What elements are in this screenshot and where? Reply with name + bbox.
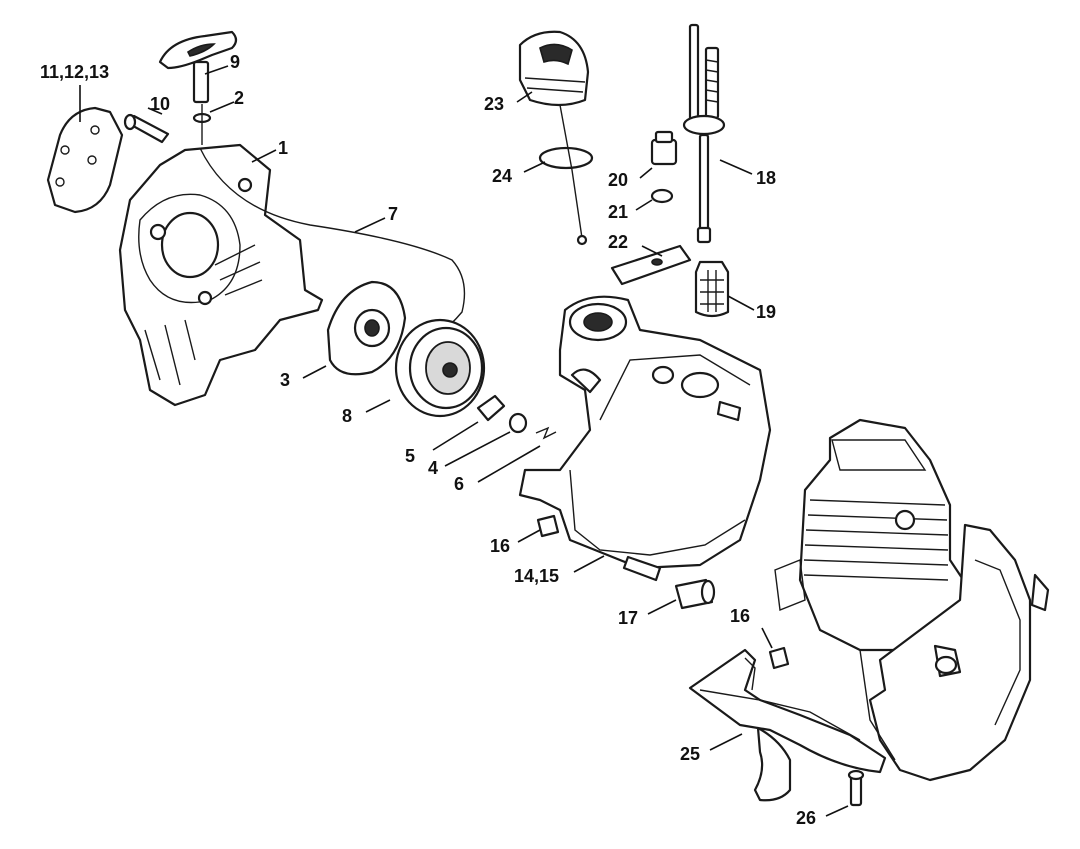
callout-10: 10 <box>150 94 170 114</box>
callout-3: 3 <box>280 370 290 390</box>
callout-1: 1 <box>278 138 288 158</box>
callout-11-12-13: 11,12,13 <box>40 62 109 82</box>
fuel-tank <box>518 295 772 582</box>
callout-20: 20 <box>608 170 628 190</box>
rotor-washer <box>508 412 528 434</box>
cover-plate <box>46 106 124 214</box>
cap-retainer <box>538 104 594 246</box>
callout-6: 6 <box>454 474 464 494</box>
callout-24: 24 <box>492 166 512 186</box>
fuel-hose <box>682 23 726 244</box>
rope-rotor <box>394 318 486 418</box>
callout-16-left: 16 <box>490 536 510 556</box>
callout-22: 22 <box>608 232 628 252</box>
callout-4: 4 <box>428 458 438 478</box>
pawl <box>476 394 506 422</box>
callout-16-right: 16 <box>730 606 750 626</box>
spring-clip <box>535 426 557 440</box>
callout-7: 7 <box>388 204 398 224</box>
tank-bushing <box>674 578 716 610</box>
callout-25: 25 <box>680 744 700 764</box>
callout-5: 5 <box>405 446 415 466</box>
screw <box>123 113 170 144</box>
callout-14-15: 14,15 <box>514 566 559 586</box>
fan-housing <box>118 143 324 407</box>
callout-9: 9 <box>230 52 240 72</box>
engine-assembly <box>774 418 1050 782</box>
starter-grip <box>158 30 238 104</box>
callout-2: 2 <box>234 88 244 108</box>
spring-cover <box>326 280 407 376</box>
tank-grommet-right <box>768 646 790 670</box>
tank-cap <box>518 30 590 107</box>
starter-rope <box>199 147 466 353</box>
deflector-guard <box>688 648 887 802</box>
tank-grommet-left <box>536 514 560 538</box>
tank-vent <box>650 130 678 166</box>
leader-lines <box>79 65 849 817</box>
callout-17: 17 <box>618 608 638 628</box>
callout-23: 23 <box>484 94 504 114</box>
washer <box>192 104 212 145</box>
callout-19: 19 <box>756 302 776 322</box>
fuel-filter <box>694 260 730 318</box>
callout-26: 26 <box>796 808 816 828</box>
callout-18: 18 <box>756 168 776 188</box>
callout-8: 8 <box>342 406 352 426</box>
guard-screw <box>847 769 865 807</box>
callout-21: 21 <box>608 202 628 222</box>
tank-vent-o-ring <box>650 188 674 204</box>
